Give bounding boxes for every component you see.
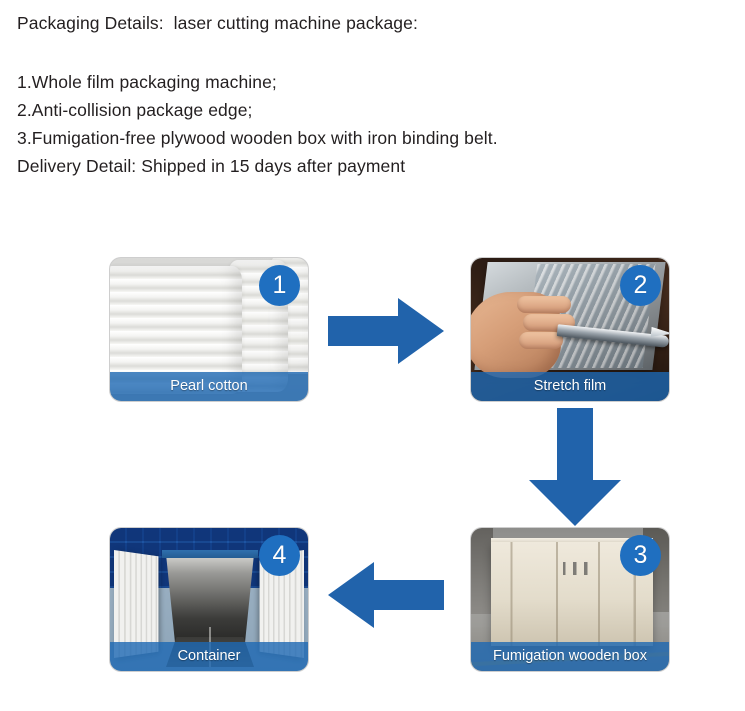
- step-card-stretch-film: 2 Stretch film: [471, 258, 669, 401]
- packaging-detail-item-3: 3.Fumigation-free plywood wooden box wit…: [17, 128, 498, 148]
- packaging-details-title: Packaging Details: laser cutting machine…: [17, 13, 418, 33]
- step-caption-pearl-cotton: Pearl cotton: [110, 372, 308, 401]
- arrow-right-icon: [328, 296, 444, 366]
- packaging-detail-item-2: 2.Anti-collision package edge;: [17, 100, 253, 120]
- step-badge-3: 3: [620, 535, 661, 576]
- arrow-down-icon: [527, 408, 623, 526]
- delivery-detail-line: Delivery Detail: Shipped in 15 days afte…: [17, 156, 406, 176]
- step-card-fumigation-wooden-box: 3 Fumigation wooden box: [471, 528, 669, 671]
- step-badge-4: 4: [259, 535, 300, 576]
- step-card-pearl-cotton: 1 Pearl cotton: [110, 258, 308, 401]
- packaging-details-text: Packaging Details: laser cutting machine…: [17, 14, 729, 176]
- step-badge-1: 1: [259, 265, 300, 306]
- step-card-container: 4 Container: [110, 528, 308, 671]
- step-caption-fumigation-wooden-box: Fumigation wooden box: [471, 642, 669, 671]
- step-caption-stretch-film: Stretch film: [471, 372, 669, 401]
- packaging-detail-item-1: 1.Whole film packaging machine;: [17, 72, 277, 92]
- arrow-left-icon: [328, 560, 444, 630]
- step-caption-container: Container: [110, 642, 308, 671]
- step-badge-2: 2: [620, 265, 661, 306]
